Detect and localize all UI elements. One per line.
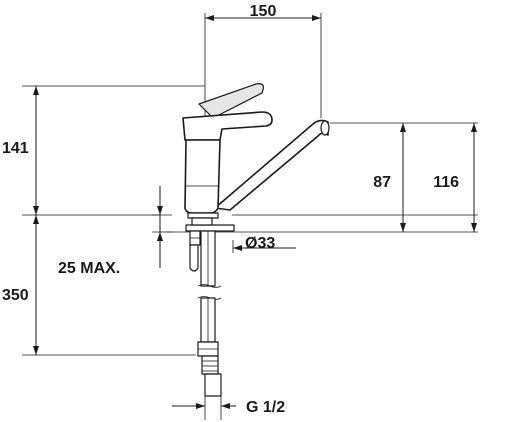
dimension-25-max bbox=[152, 186, 172, 268]
label-350: 350 bbox=[2, 287, 29, 304]
dimension-g-half bbox=[172, 403, 236, 409]
label-25-max: 25 MAX. bbox=[58, 260, 120, 277]
dimension-150 bbox=[205, 15, 321, 21]
extension-lines bbox=[22, 13, 478, 420]
dimension-116 bbox=[471, 123, 477, 232]
faucet-hoses bbox=[189, 230, 222, 397]
label-g-half: G 1/2 bbox=[246, 399, 285, 416]
label-116: 116 bbox=[433, 174, 459, 191]
faucet-spout bbox=[214, 119, 330, 211]
faucet-lever-handle bbox=[182, 83, 273, 141]
label-141: 141 bbox=[2, 140, 29, 157]
dimension-141 bbox=[33, 86, 39, 215]
label-diameter-33: Ø33 bbox=[245, 235, 275, 252]
faucet-body bbox=[184, 139, 221, 214]
dimension-350 bbox=[33, 215, 39, 355]
label-87: 87 bbox=[373, 174, 391, 191]
label-150: 150 bbox=[250, 3, 277, 20]
dimension-87 bbox=[400, 123, 406, 232]
